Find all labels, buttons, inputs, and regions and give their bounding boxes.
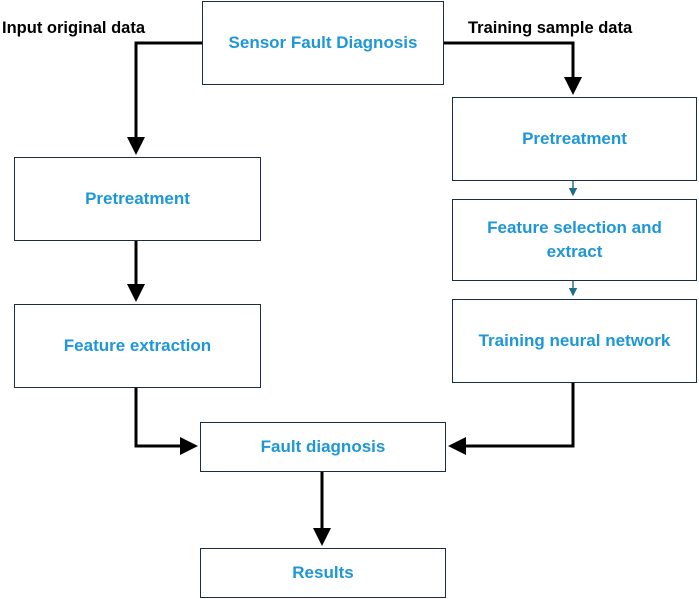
feature-extraction-text: Feature extraction: [63, 336, 212, 355]
fault-diagnosis-text: Fault diagnosis: [260, 437, 386, 456]
feature-selection-box: Feature selection and extract: [452, 199, 697, 281]
arrow-top-to-right-pretreatment: [444, 41, 582, 95]
training-sample-data-label: Training sample data: [468, 19, 633, 37]
left-pretreatment-box: Pretreatment: [14, 157, 261, 241]
fault-diagnosis-box: Fault diagnosis: [200, 422, 446, 472]
training-neural-network-text: Training neural network: [478, 331, 671, 350]
right-pretreatment-box: Pretreatment: [452, 97, 697, 181]
left-pretreatment-text: Pretreatment: [85, 189, 190, 208]
feature-selection-text: Feature selection and extract: [487, 218, 662, 261]
results-box: Results: [200, 548, 446, 598]
training-neural-network-box: Training neural network: [452, 299, 697, 383]
right-pretreatment-text: Pretreatment: [522, 129, 627, 148]
arrow-top-to-left-pretreatment: [127, 41, 202, 155]
arrow-training-to-fault: [448, 383, 575, 455]
sensor-fault-diagnosis-box: Sensor Fault Diagnosis: [202, 1, 444, 85]
results-text: Results: [292, 563, 354, 582]
arrow-feature-to-fault: [134, 388, 198, 455]
sensor-fault-diagnosis-text: Sensor Fault Diagnosis: [228, 33, 418, 52]
input-original-data-label: Input original data: [2, 19, 145, 37]
feature-extraction-box: Feature extraction: [14, 304, 261, 388]
